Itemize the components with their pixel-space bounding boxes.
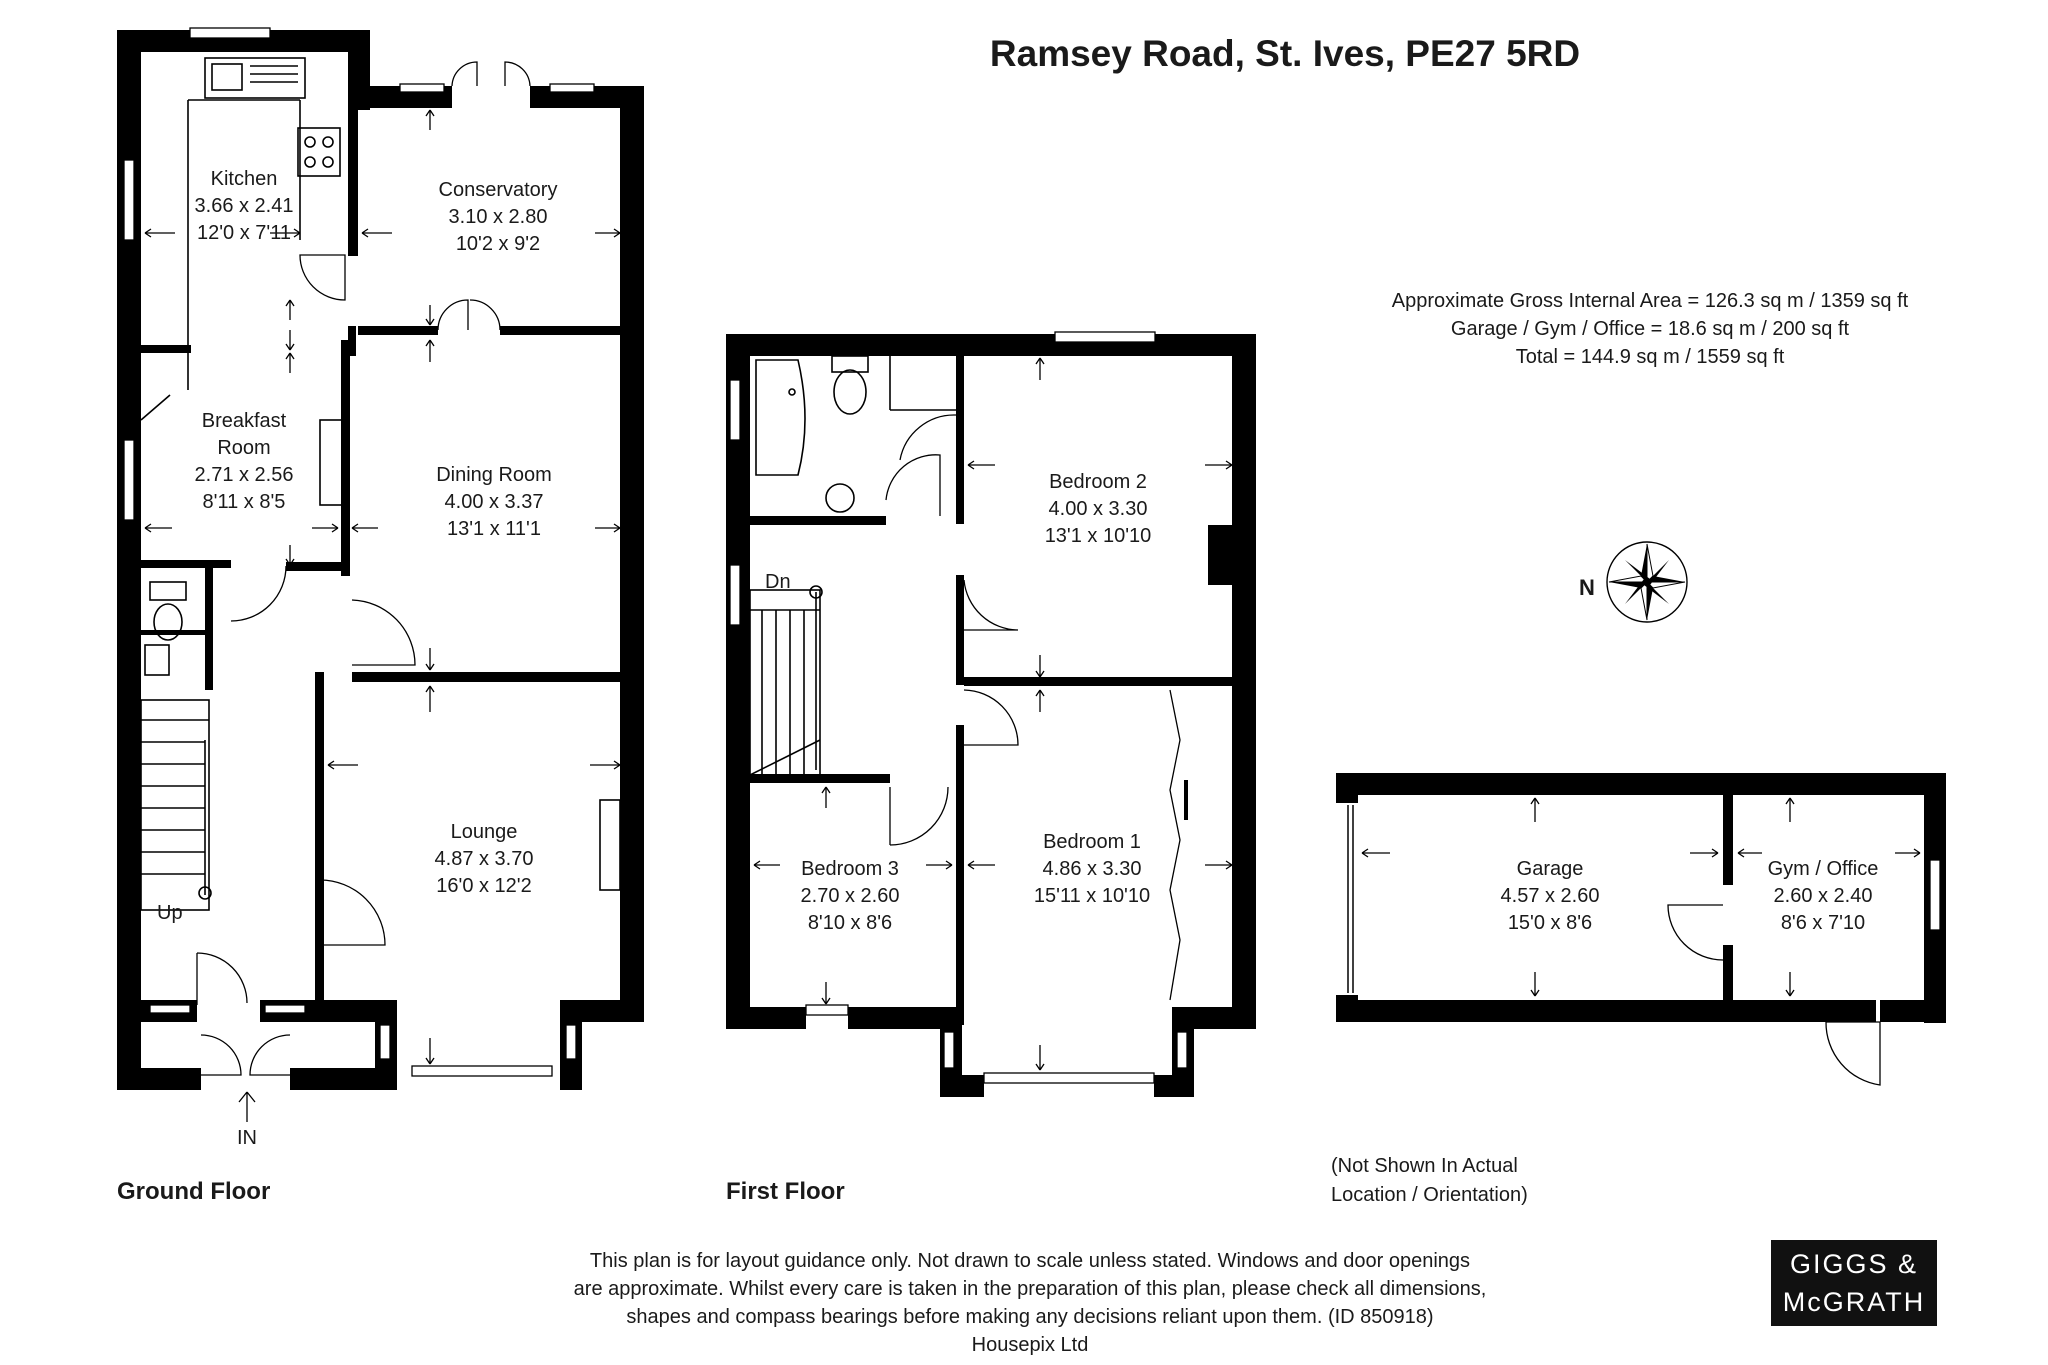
room-imperial: 13'1 x 10'10 [1045,525,1152,547]
area-line: Garage / Gym / Office = 18.6 sq m / 200 … [1451,318,1850,340]
room-metric: 2.60 x 2.40 [1774,885,1873,907]
room-metric: 4.57 x 2.60 [1501,885,1600,907]
room-name: Gym / Office [1768,858,1879,880]
area-summary: Approximate Gross Internal Area = 126.3 … [1392,290,1909,368]
first-floor-plan [726,331,1256,1097]
outbuilding-labels: Garage 4.57 x 2.60 15'0 x 8'6 Gym / Offi… [1331,858,1878,1206]
ground-floor-labels: Kitchen 3.66 x 2.41 12'0 x 7'11 Conserva… [117,168,557,1205]
first-floor-labels: Dn Bedroom 2 4.00 x 3.30 13'1 x 10'10 Be… [726,471,1151,1205]
entrance-label: IN [237,1127,257,1149]
room-name: Bedroom 1 [1043,831,1141,853]
room-name: Room [217,437,270,459]
room-name: Dining Room [436,464,552,486]
room-imperial: 8'10 x 8'6 [808,912,892,934]
area-line: Total = 144.9 sq m / 1559 sq ft [1516,346,1785,368]
room-imperial: 16'0 x 12'2 [436,875,532,897]
room-metric: 4.00 x 3.37 [445,491,544,513]
room-imperial: 10'2 x 9'2 [456,233,540,255]
room-metric: 4.87 x 3.70 [435,848,534,870]
disclaimer: This plan is for layout guidance only. N… [574,1250,1487,1356]
room-name: Kitchen [211,168,278,190]
room-metric: 4.00 x 3.30 [1049,498,1148,520]
room-name: Breakfast [202,410,287,432]
plan-title: Ramsey Road, St. Ives, PE27 5RD [990,33,1580,74]
disclaimer-line: are approximate. Whilst every care is ta… [574,1278,1487,1300]
disclaimer-line: shapes and compass bearings before makin… [626,1306,1433,1328]
room-name: Conservatory [439,179,558,201]
room-metric: 2.71 x 2.56 [195,464,294,486]
room-imperial: 8'6 x 7'10 [1781,912,1865,934]
location-note: (Not Shown In Actual [1331,1155,1518,1177]
stairs-label: Up [157,902,183,924]
brand-logo: GIGGS & McGRATH [1771,1240,1937,1326]
room-imperial: 8'11 x 8'5 [203,491,286,513]
ground-floor-plan [117,27,644,1122]
room-metric: 3.10 x 2.80 [449,206,548,228]
floor-label: Ground Floor [117,1178,270,1205]
logo-line: GIGGS & [1789,1249,1919,1279]
floor-label: First Floor [726,1178,845,1205]
location-note: Location / Orientation) [1331,1184,1528,1206]
room-name: Lounge [451,821,518,843]
room-imperial: 15'0 x 8'6 [1508,912,1592,934]
logo-line: McGRATH [1782,1287,1926,1317]
compass-icon [1606,541,1688,623]
disclaimer-line: This plan is for layout guidance only. N… [590,1250,1470,1272]
compass-label: N [1579,575,1595,600]
room-name: Bedroom 2 [1049,471,1147,493]
room-name: Bedroom 3 [801,858,899,880]
room-metric: 3.66 x 2.41 [195,195,294,217]
room-name: Garage [1517,858,1584,880]
stairs-label: Dn [765,571,791,593]
room-metric: 4.86 x 3.30 [1043,858,1142,880]
room-imperial: 12'0 x 7'11 [197,222,291,244]
outbuilding-plan [1336,773,1946,1086]
room-metric: 2.70 x 2.60 [801,885,900,907]
area-line: Approximate Gross Internal Area = 126.3 … [1392,290,1909,312]
disclaimer-line: Housepix Ltd [972,1334,1089,1356]
room-imperial: 13'1 x 11'1 [447,518,541,540]
room-imperial: 15'11 x 10'10 [1034,885,1150,907]
